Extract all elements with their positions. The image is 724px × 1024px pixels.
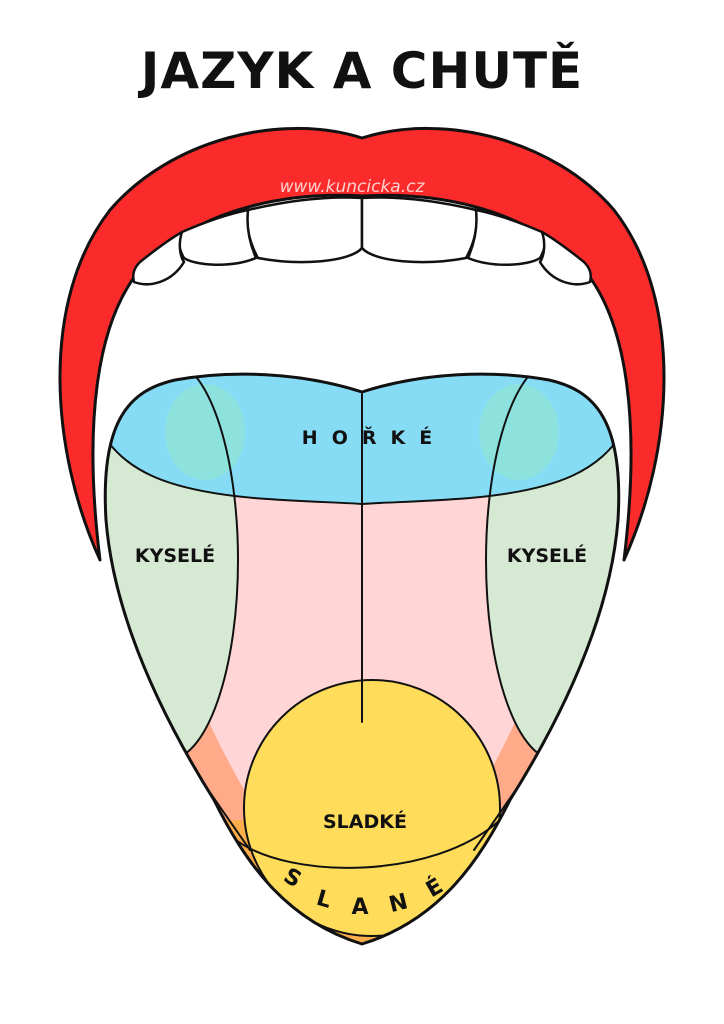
label-bitter: HOŘKÉ xyxy=(302,426,446,449)
page-title: JAZYK A CHUTĚ xyxy=(138,41,583,100)
tongue-outline xyxy=(103,372,621,946)
label-sour-left: KYSELÉ xyxy=(135,544,215,567)
tooth-right-3 xyxy=(538,230,592,286)
tooth-left-3 xyxy=(132,230,186,286)
label-sweet: SLADKÉ xyxy=(323,810,407,833)
tooth-front-right xyxy=(360,196,478,264)
sweet-region xyxy=(244,680,500,936)
salty-tip-line xyxy=(235,819,501,869)
label-salty-letter: N xyxy=(386,889,410,918)
tooth-front-left xyxy=(246,196,364,264)
tooth-right-2 xyxy=(466,208,546,266)
bitter-sour-overlap-left xyxy=(165,384,245,480)
label-sour-right: KYSELÉ xyxy=(507,544,587,567)
upper-teeth xyxy=(132,196,592,286)
label-salty-letter: A xyxy=(351,895,368,920)
label-salty-letter: L xyxy=(314,886,334,914)
watermark-text: www.kuncicka.cz xyxy=(280,177,426,197)
sweet-outline xyxy=(243,679,501,937)
bitter-sour-overlap-right xyxy=(479,384,559,480)
tongue xyxy=(105,374,619,944)
